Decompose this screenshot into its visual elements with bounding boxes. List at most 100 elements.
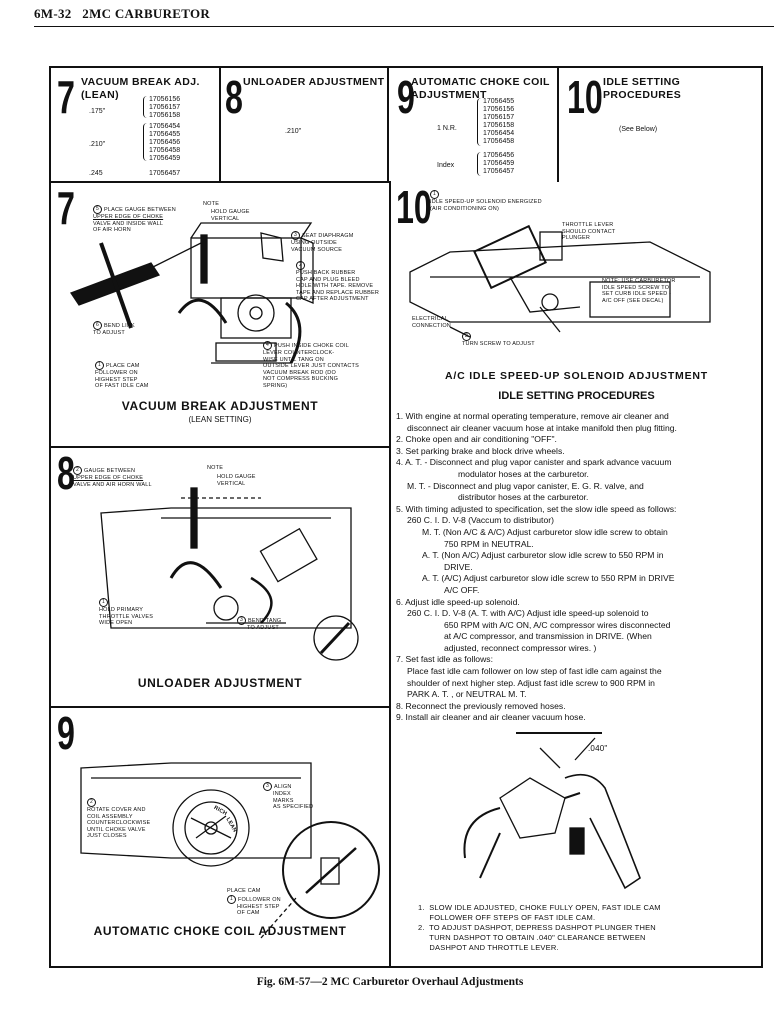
dashpot-notes: 1. SLOW IDLE ADJUSTED, CHOKE FULLY OPEN,… [418,903,738,953]
spec-value: .210" [89,141,106,148]
procedure-step-line: 4. A. T. - Disconnect and plug vapor can… [396,457,672,468]
page-section-title: 2MC CARBURETOR [82,6,211,21]
procedure-step-line: 6. Adjust idle speed-up solenoid. [396,596,520,607]
spec-title: UNLOADER ADJUSTMENT [243,76,385,88]
solenoid-title: A/C IDLE SPEED-UP SOLENOID ADJUSTMENT [445,370,708,382]
spec-value: 1 N.R. [437,125,457,132]
spec-box-unloader: 8 UNLOADER ADJUSTMENT .210" [221,66,389,182]
procedure-step-line: A. T. (Non A/C) Adjust carburetor slow i… [422,550,664,561]
procedure-step-line: 3. Set parking brake and block drive whe… [396,445,565,456]
spec-box-idle-setting: 10 IDLE SETTING PROCEDURES (See Below) [559,66,763,182]
unloader-illustration [100,487,359,661]
header-rule [34,26,774,27]
procedure-step-line: 1. With engine at normal operating tempe… [396,411,669,421]
procedure-step-line: PARK A. T. , or NEUTRAL M. T. [407,689,527,700]
dashpot-note-line: 1. SLOW IDLE ADJUSTED, CHOKE FULLY OPEN,… [418,903,661,912]
panel-number: 9 [57,707,75,759]
procedure-step-line: 260 C. I. D. V-8 (A. T. with A/C) Adjust… [407,608,649,619]
panel-title: AUTOMATIC CHOKE COIL ADJUSTMENT [93,924,347,938]
procedure-step-line: distributor hoses at the carburetor. [458,492,589,503]
panel-subtitle: (LEAN SETTING) [188,415,252,424]
spec-value: .210" [285,128,302,135]
procedure-step-line: adjusted, reconnect compressor wires. ) [444,642,597,653]
brace [477,98,481,146]
panel-title: UNLOADER ADJUSTMENT [137,676,303,690]
dashpot-note-line: FOLLOWER OFF STEPS OF FAST IDLE CAM. [418,913,596,922]
procedure-step-line: 9. Install air cleaner and air cleaner v… [396,712,586,723]
procedure-step-line: modulator hoses at the carburetor. [458,468,589,479]
part-number: 17056457 [149,170,181,177]
procedure-step-line: Place fast idle cam follower on low step… [407,666,662,677]
figure-caption: Fig. 6M-57—2 MC Carburetor Overhaul Adju… [256,976,524,988]
spec-value: (See Below) [619,126,658,133]
spec-value: Index [437,162,455,169]
spec-box-choke-coil: 9 AUTOMATIC CHOKE COIL ADJUSTMENT 1 N.R.… [389,66,559,182]
spec-value: .245 [89,170,103,177]
spec-number: 9 [397,71,415,123]
dashpot-gap: .040" [588,744,608,753]
vacuum-break-illustration [70,222,314,364]
panel-number: 8 [57,447,75,499]
procedure-step-line: 7. Set fast idle as follows: [396,654,493,665]
spec-value: .175" [89,108,106,115]
panel-number: 10 [396,181,432,233]
procedure-steps: 1. With engine at normal operating tempe… [396,411,756,724]
procedure-step-line: disconnect air cleaner vacuum hose at in… [407,422,677,433]
note-label: NOTE [207,465,224,471]
choke-coil-illustration [80,762,380,939]
dashpot-note-line: DASHPOT AND THROTTLE LEVER. [418,943,559,952]
note-label: NOTE [203,201,220,207]
dashpot-note-line: TURN DASHPOT TO OBTAIN .040" CLEARANCE B… [418,933,646,942]
procedure-step-line: 8. Reconnect the previously removed hose… [396,700,566,711]
procedure-step-line: at A/C compressor, and transmission in D… [444,631,652,642]
spec-box-vacuum-break: 7 VACUUM BREAK ADJ. (LEAN) .175" 1705615… [49,66,221,182]
brace [143,96,147,118]
panel-number: 7 [57,182,75,234]
brace [143,123,147,161]
spec-title: VACUUM BREAK ADJ. (LEAN) [81,76,200,101]
dashpot-illustration [463,737,641,890]
procedure-step-line: M. T. - Disconnect and plug vapor canist… [407,480,644,491]
procedure-step-line: 5. With timing adjusted to specification… [396,503,677,514]
dashpot-note-line: 2. TO ADJUST DASHPOT, DEPRESS DASHPOT PL… [418,923,656,932]
page-header: 6M-32 2MC CARBURETOR [34,6,210,22]
spec-title: IDLE SETTING PROCEDURES [603,76,682,101]
section-rule [516,732,602,734]
procedure-step-line: DRIVE. [444,561,473,572]
spec-title: AUTOMATIC CHOKE COIL ADJUSTMENT [411,76,550,101]
page-number: 6M-32 [34,6,72,21]
procedure-step-line: A. T. (A/C) Adjust carburetor slow idle … [422,573,675,584]
spec-number: 10 [567,71,603,123]
procedure-step-line: A/C OFF. [444,584,480,595]
procedure-step-line: 750 RPM in NEUTRAL. [444,538,534,549]
procedure-step-line: M. T. (Non A/C & A/C) Adjust carburetor … [422,526,668,537]
brace [477,152,481,176]
panel-title: VACUUM BREAK ADJUSTMENT [121,399,319,413]
procedure-step-line: 260 C. I. D. V-8 (Vaccum to distributor) [407,515,554,526]
spec-number: 8 [225,71,243,123]
